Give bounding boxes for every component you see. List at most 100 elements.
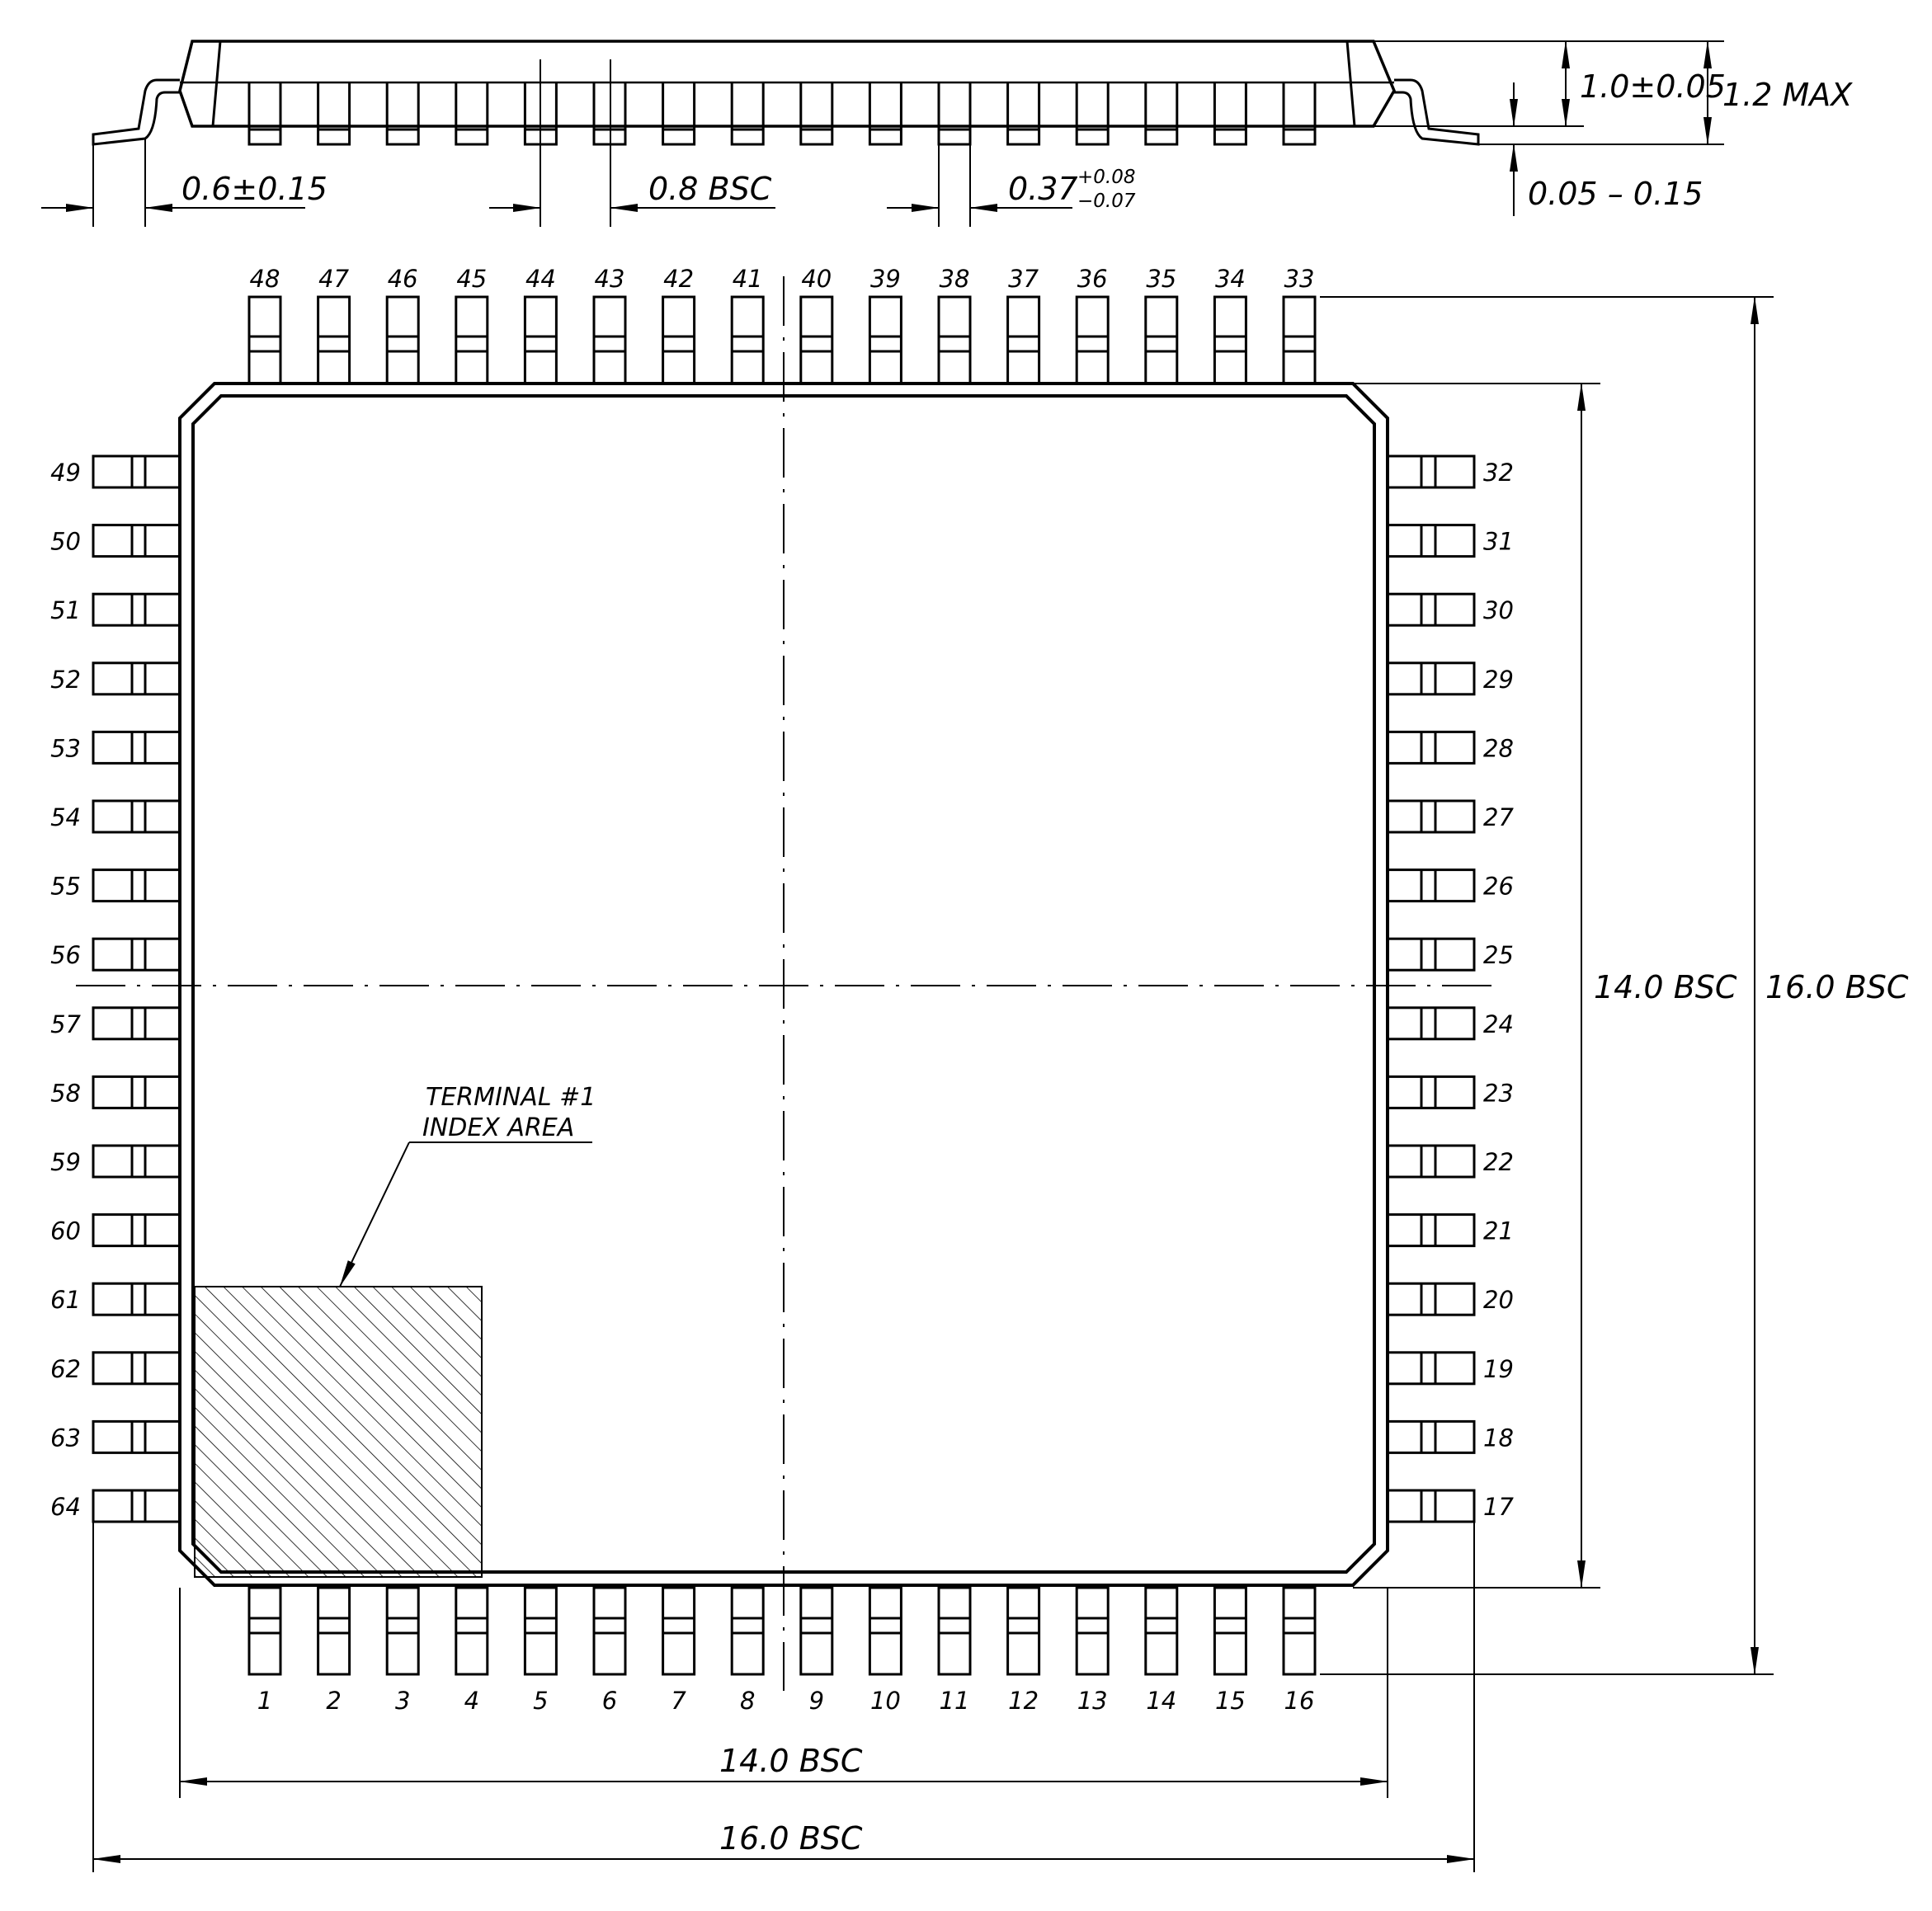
pin-label-top: 38	[940, 265, 970, 293]
lead-top	[1282, 295, 1317, 385]
pin-label-bottom: 13	[1077, 1687, 1108, 1715]
pin-label-left: 62	[50, 1355, 81, 1383]
pin-label-bottom: 9	[809, 1687, 824, 1715]
lead-top	[730, 295, 765, 385]
pin-label-top: 40	[801, 265, 832, 293]
pin-label-right: 21	[1483, 1217, 1514, 1245]
dim-body-width: 14.0 BSC	[719, 1743, 863, 1779]
lead-bottom	[385, 1586, 420, 1676]
pin-label-top: 47	[318, 265, 349, 293]
dim-max-height: 1.2 MAX	[1722, 77, 1853, 113]
pin-label-left: 63	[50, 1424, 81, 1452]
pin-label-top: 46	[388, 265, 418, 293]
lead-bottom	[730, 1586, 765, 1676]
pin-label-right: 24	[1483, 1010, 1514, 1038]
pin-label-right: 32	[1483, 459, 1514, 487]
pin-label-bottom: 5	[533, 1687, 548, 1715]
side-lead-foot	[937, 82, 972, 146]
pin-label-bottom: 14	[1146, 1687, 1176, 1715]
lead-top	[937, 295, 972, 385]
lead-bottom	[1075, 1586, 1110, 1676]
lead-left	[92, 868, 181, 903]
leads-top-row	[247, 295, 1317, 385]
pin-label-left: 53	[50, 734, 81, 762]
lead-bottom	[1006, 1586, 1041, 1676]
pin-label-bottom: 4	[464, 1687, 479, 1715]
lead-bottom	[592, 1586, 627, 1676]
side-lead-foot	[662, 82, 696, 146]
pin-label-left: 56	[50, 941, 81, 969]
pin-label-bottom: 1	[257, 1687, 272, 1715]
lead-right	[1386, 937, 1476, 972]
pin-label-bottom: 16	[1284, 1687, 1315, 1715]
lead-bottom	[455, 1586, 489, 1676]
side-body-edge-left	[211, 40, 222, 127]
pin-label-bottom: 12	[1008, 1687, 1039, 1715]
lead-left	[92, 592, 181, 627]
pin-label-top: 37	[1008, 265, 1039, 293]
pin-label-right: 20	[1483, 1286, 1514, 1314]
lead-bottom	[662, 1586, 696, 1676]
lead-right	[1386, 868, 1476, 903]
lead-top	[247, 295, 282, 385]
lead-top	[385, 295, 420, 385]
pin-label-right: 27	[1483, 803, 1514, 831]
top-view	[76, 276, 1774, 1872]
pin-label-left: 59	[50, 1148, 81, 1176]
pin-label-bottom: 2	[326, 1687, 341, 1715]
lead-bottom	[247, 1586, 282, 1676]
terminal-1-index-area	[194, 1286, 483, 1578]
leads-right-column	[1386, 454, 1476, 1523]
pin-label-top: 45	[456, 265, 487, 293]
lead-top	[455, 295, 489, 385]
lead-left	[92, 937, 181, 972]
lead-right	[1386, 1351, 1476, 1386]
lead-left	[92, 1075, 181, 1109]
side-lead-foot	[1006, 82, 1041, 146]
lead-right	[1386, 592, 1476, 627]
side-view	[41, 40, 1724, 227]
lead-bottom	[1144, 1586, 1179, 1676]
dim-lead-length: 0.6±0.15	[181, 171, 327, 207]
pin-label-top: 48	[250, 265, 280, 293]
lead-right	[1386, 1144, 1476, 1179]
pin-label-top: 43	[595, 265, 625, 293]
lead-right	[1386, 730, 1476, 765]
side-lead-foot	[1144, 82, 1179, 146]
lead-left	[92, 661, 181, 696]
lead-top	[662, 295, 696, 385]
pin-label-right: 17	[1483, 1493, 1514, 1521]
lead-left	[92, 1419, 181, 1454]
lead-left	[92, 1144, 181, 1179]
lead-top	[317, 295, 351, 385]
dim-pitch: 0.8 BSC	[648, 171, 772, 207]
lead-left	[92, 1489, 181, 1523]
pin-label-right: 19	[1483, 1355, 1514, 1383]
dim-overall-width: 16.0 BSC	[719, 1820, 863, 1857]
lead-left	[92, 524, 181, 558]
pin-label-top: 41	[733, 265, 763, 293]
lead-right	[1386, 1419, 1476, 1454]
pin-label-left: 55	[50, 873, 81, 901]
pin-label-right: 26	[1483, 873, 1514, 901]
pin-label-top: 36	[1077, 265, 1108, 293]
leads-left-column	[92, 454, 181, 1523]
pin-label-bottom: 6	[602, 1687, 617, 1715]
side-lead-left	[92, 78, 180, 146]
pin-label-right: 30	[1483, 596, 1514, 624]
lead-right	[1386, 1489, 1476, 1523]
side-body-edge-right	[1345, 40, 1356, 127]
pin-label-right: 28	[1483, 734, 1514, 762]
lead-top	[868, 295, 902, 385]
pin-label-left: 52	[50, 666, 81, 694]
side-lead-foot	[799, 82, 834, 146]
pin-label-left: 50	[50, 528, 81, 556]
lead-bottom	[799, 1586, 834, 1676]
leads-bottom-row	[247, 1586, 1317, 1676]
lead-left	[92, 1006, 181, 1041]
lead-top	[1144, 295, 1179, 385]
side-lead-foot	[1213, 82, 1247, 146]
side-lead-foot	[1075, 82, 1110, 146]
